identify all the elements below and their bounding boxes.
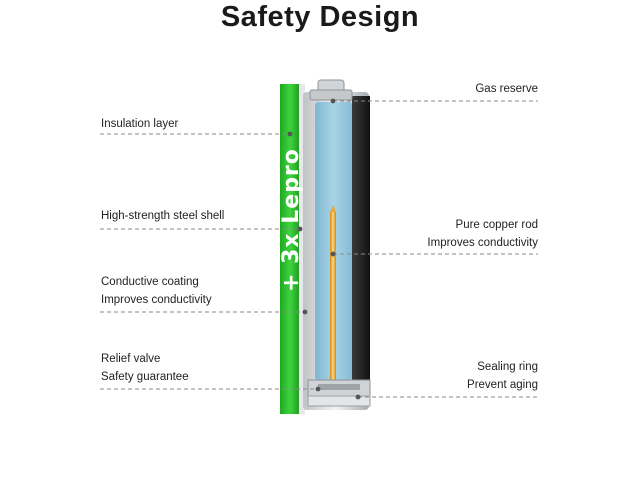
leader-lines <box>100 100 538 398</box>
label-prevent-aging: Prevent aging <box>467 379 538 391</box>
label-coating-improves: Improves conductivity <box>101 294 212 306</box>
bottom-seal <box>307 379 371 407</box>
positive-cap <box>309 79 353 101</box>
leader-dots <box>287 98 361 400</box>
label-conductive-coating: Conductive coating <box>101 276 199 288</box>
label-safety-guarantee: Safety guarantee <box>101 371 189 383</box>
page-title: Safety Design <box>220 1 420 33</box>
label-sealing-ring: Sealing ring <box>477 361 538 373</box>
copper-rod <box>330 205 336 384</box>
label-gas-reserve: Gas reserve <box>475 83 538 95</box>
label-insulation-layer: Insulation layer <box>101 118 179 130</box>
battery-wrap <box>280 84 305 414</box>
label-copper-rod: Pure copper rod <box>455 219 538 231</box>
label-relief-valve: Relief valve <box>101 353 161 365</box>
label-rod-improves: Improves conductivity <box>427 237 538 249</box>
brand-logo: + 3x Lepro <box>279 148 304 292</box>
label-steel-shell: High-strength steel shell <box>101 210 225 222</box>
